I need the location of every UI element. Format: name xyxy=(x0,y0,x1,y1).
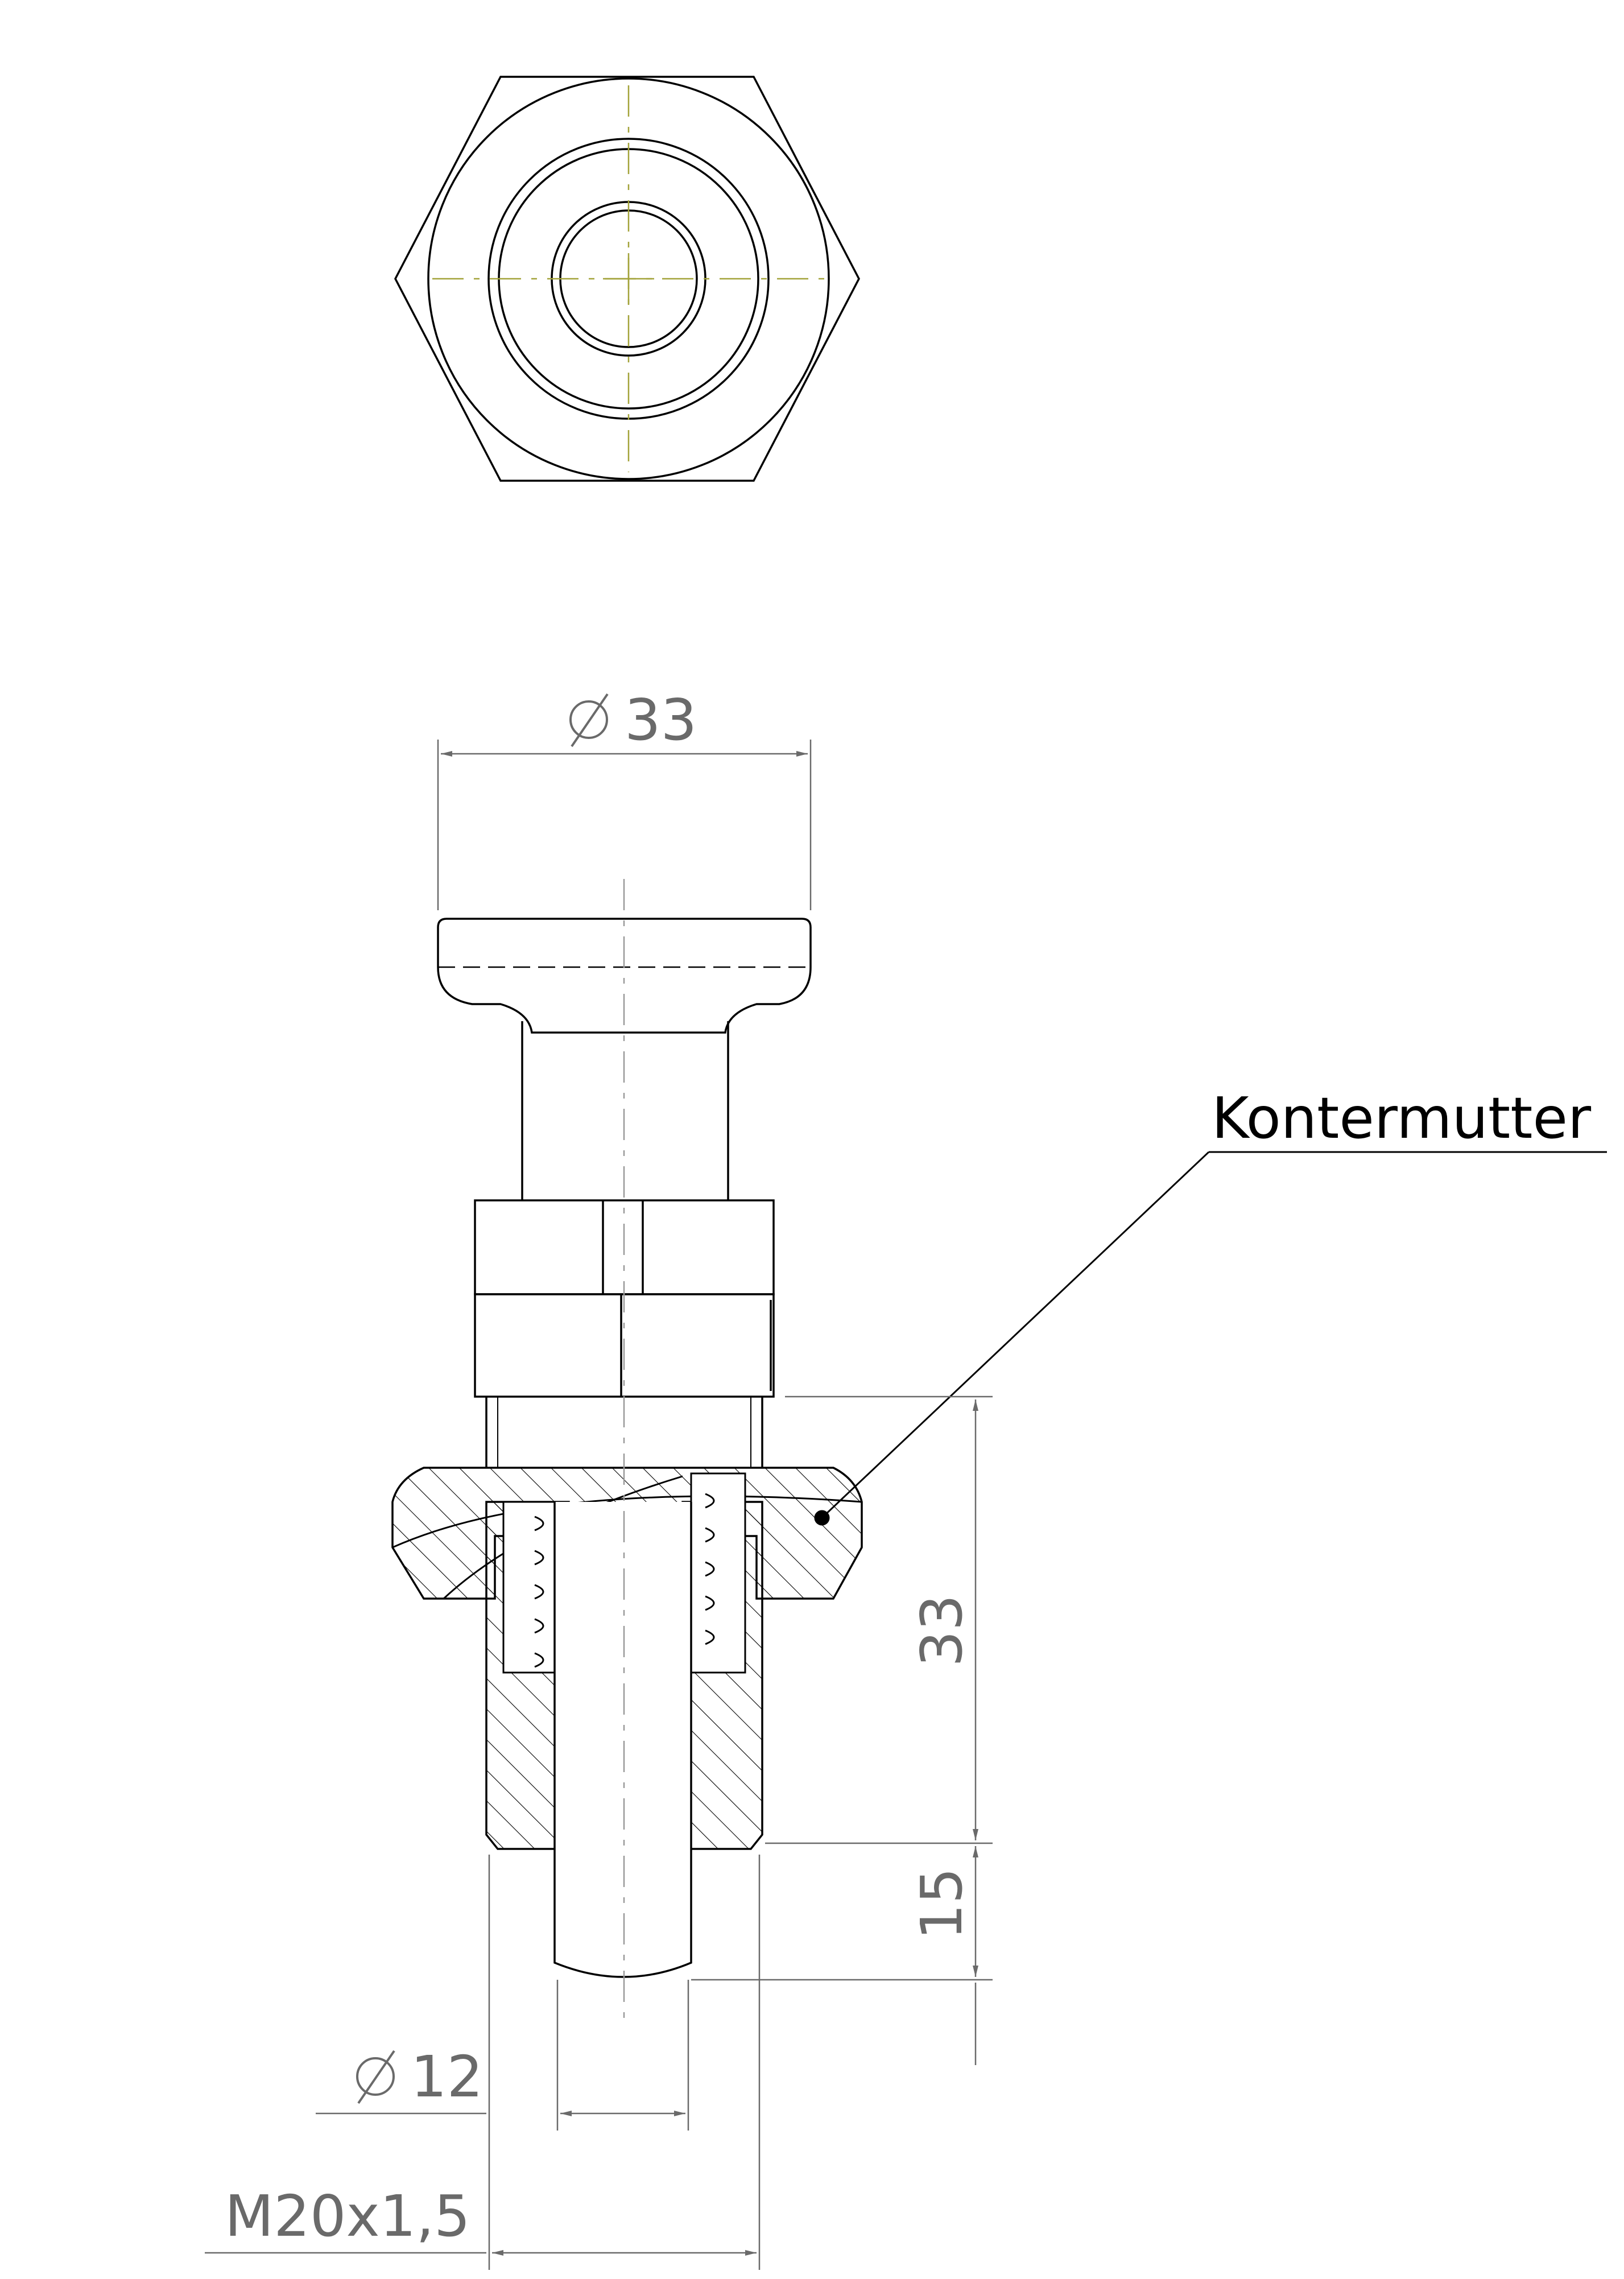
dim-thread-value: M20x1,5 xyxy=(225,2183,470,2249)
kontermutter-leader xyxy=(814,1151,1607,1526)
thread-stub xyxy=(485,1397,763,1468)
diameter-symbol-icon xyxy=(356,2050,395,2104)
spring-right xyxy=(705,1493,715,1645)
dim-pin-diameter xyxy=(316,1980,689,2131)
dim-pin-diameter-label: 12 xyxy=(356,2043,483,2110)
hex-chamfer-circle xyxy=(427,77,830,480)
side-view: Kontermutter 33 33 15 xyxy=(205,687,1607,2270)
dim-length-upper xyxy=(765,1396,993,1844)
dim-length-upper-value: 33 xyxy=(908,1595,975,1667)
body-section xyxy=(485,1472,763,1850)
hex-outline xyxy=(394,76,860,482)
dim-length-lower xyxy=(691,1846,993,2065)
center-mark xyxy=(603,253,654,304)
dim-pin-diameter-value: 12 xyxy=(411,2043,483,2110)
dim-length-lower-value: 15 xyxy=(908,1868,975,1940)
top-view xyxy=(394,76,860,482)
plunger-pin xyxy=(553,1502,692,1978)
spring-left xyxy=(534,1516,544,1668)
diameter-symbol-icon xyxy=(569,693,609,748)
kontermutter-label: Kontermutter xyxy=(1212,1085,1592,1151)
stem xyxy=(521,1021,729,1200)
dim-head-diameter-value: 33 xyxy=(625,687,697,753)
dim-head-diameter-label: 33 xyxy=(569,687,697,753)
dim-thread xyxy=(205,1855,761,2270)
dim-head-diameter xyxy=(437,740,812,910)
